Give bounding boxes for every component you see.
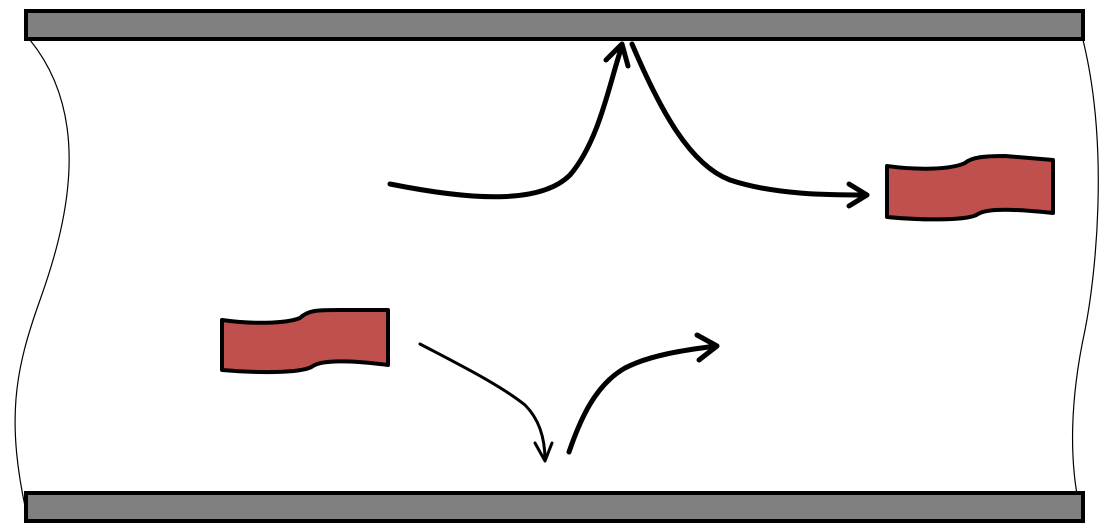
lower-left-particle bbox=[220, 308, 390, 375]
rising-path-arrow bbox=[387, 41, 631, 200]
left-break-line bbox=[14, 39, 70, 521]
rebound-path-arrow bbox=[629, 41, 870, 209]
descending-path-arrow bbox=[418, 342, 554, 463]
right-break-line bbox=[1071, 39, 1099, 523]
ascending-path-arrow bbox=[566, 332, 720, 455]
upper-right-particle bbox=[885, 154, 1055, 222]
bottom-wall bbox=[24, 491, 1085, 523]
top-wall bbox=[24, 9, 1085, 41]
